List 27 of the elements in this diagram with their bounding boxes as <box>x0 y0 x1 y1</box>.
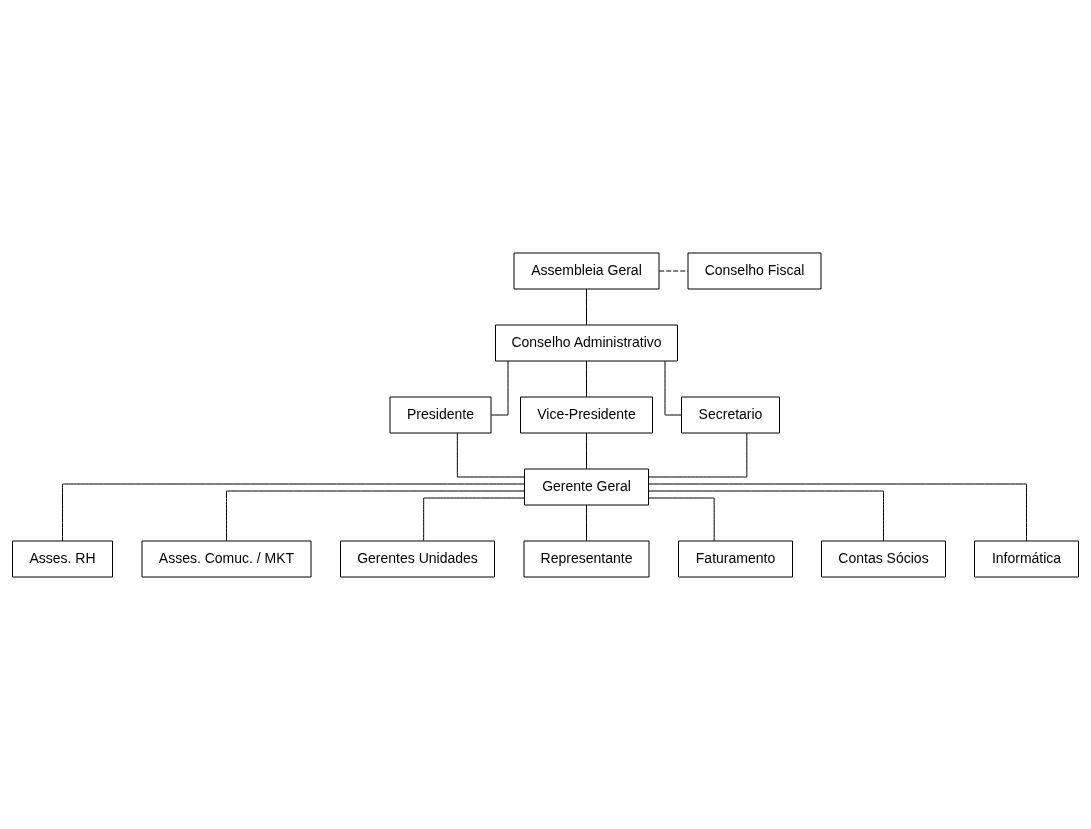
node-box: Vice-Presidente <box>520 396 653 433</box>
connector <box>586 360 587 397</box>
node-box: Conselho Administrativo <box>495 324 678 361</box>
connector <box>62 483 525 541</box>
connector <box>648 432 748 477</box>
node-box: Asses. Comuc. / MKT <box>141 540 312 577</box>
connector <box>423 497 525 541</box>
node-box: Representante <box>523 540 650 577</box>
connector <box>648 497 715 541</box>
connector <box>456 432 525 477</box>
node-box: Secretario <box>681 396 780 433</box>
connector <box>658 270 689 271</box>
connector <box>648 490 884 541</box>
connector <box>586 504 587 541</box>
node-box: Gerentes Unidades <box>340 540 495 577</box>
node-box: Assembleia Geral <box>513 252 660 289</box>
connector <box>586 288 587 325</box>
node-box: Gerente Geral <box>524 468 649 505</box>
node-box: Informática <box>974 540 1079 577</box>
connector <box>586 432 587 469</box>
node-box: Presidente <box>389 396 492 433</box>
connector <box>226 490 525 541</box>
node-box: Faturamento <box>678 540 793 577</box>
connector <box>648 483 1027 541</box>
node-box: Contas Sócios <box>821 540 946 577</box>
node-box: Asses. RH <box>12 540 113 577</box>
node-box: Conselho Fiscal <box>687 252 822 289</box>
